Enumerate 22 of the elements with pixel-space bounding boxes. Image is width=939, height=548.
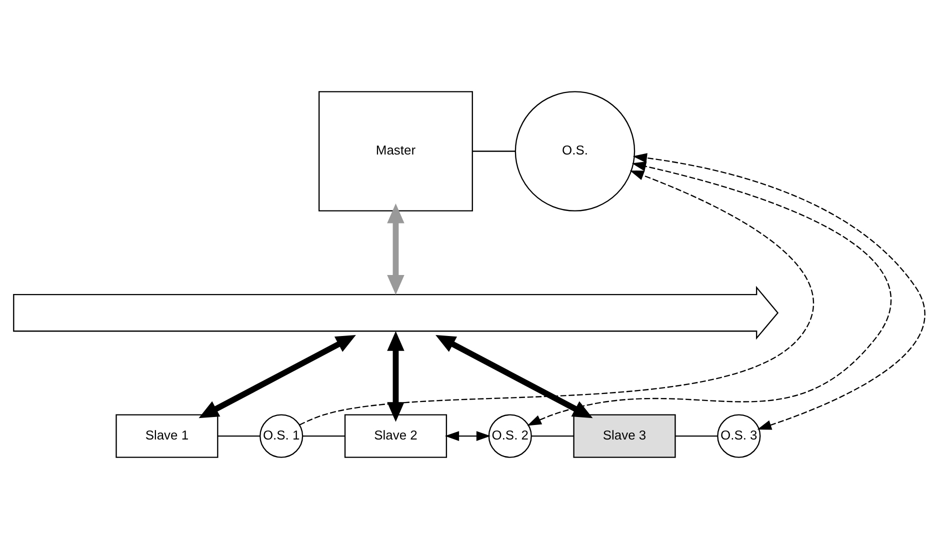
arrow	[387, 330, 404, 422]
connector	[532, 434, 574, 436]
node-circle: O.S. 1	[260, 414, 304, 458]
node-box: Master	[318, 90, 473, 211]
node-box: Slave 1	[116, 414, 218, 458]
node-box: Slave 3	[573, 414, 676, 458]
arrow	[198, 334, 356, 418]
node-circle: O.S.	[514, 90, 636, 211]
connector	[472, 150, 516, 152]
node-circle: O.S. 3	[717, 414, 761, 458]
arrow	[444, 430, 491, 441]
arrow	[436, 334, 593, 418]
node-circle: O.S. 2	[488, 414, 532, 458]
arrow	[527, 161, 892, 426]
connector	[675, 434, 718, 436]
node-bar	[13, 285, 779, 340]
arrow	[299, 170, 814, 425]
connector	[218, 434, 260, 436]
arrow	[632, 152, 926, 430]
arrow	[387, 202, 404, 294]
connector	[302, 434, 345, 436]
node-box: Slave 2	[344, 414, 448, 458]
